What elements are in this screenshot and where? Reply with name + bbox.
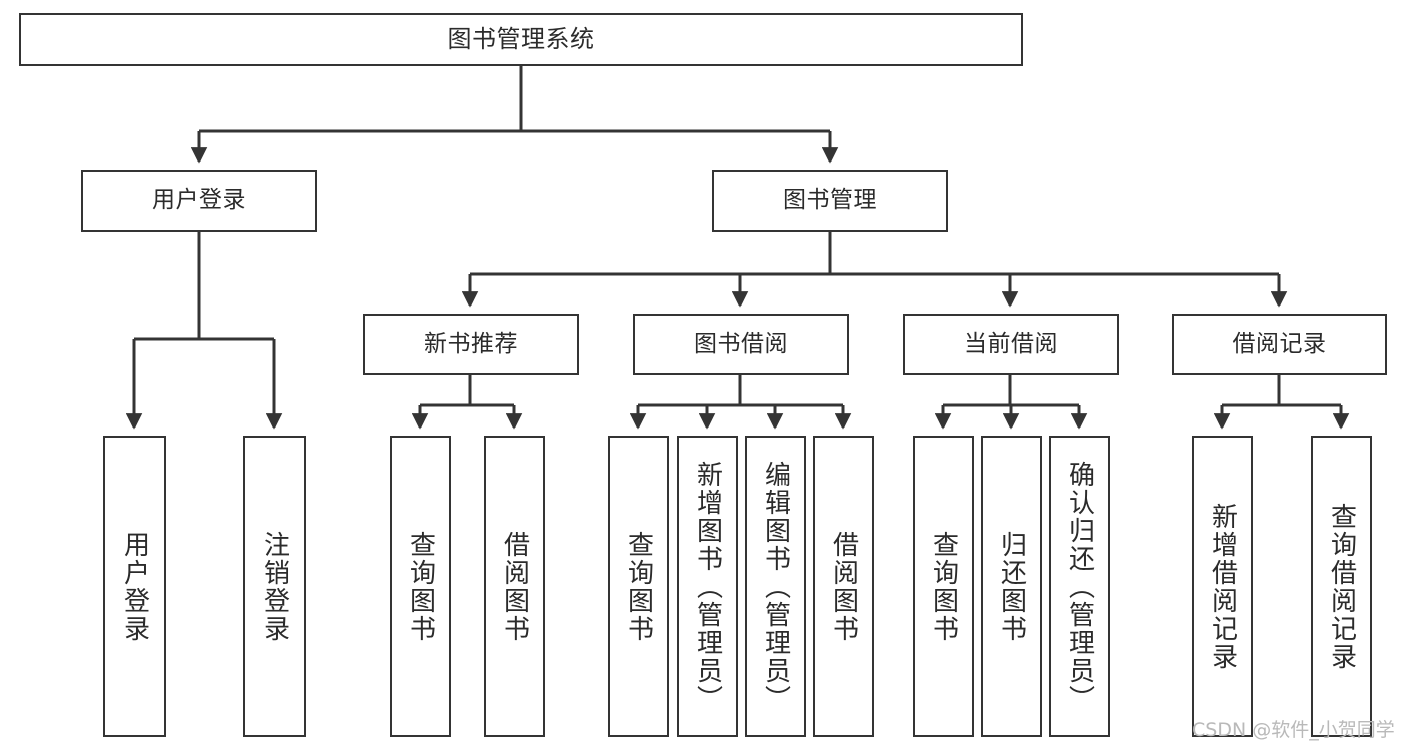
node-leaf-user-login-label: 用户登录 [119, 530, 150, 643]
node-leaf-query-book-1-label: 查询图书 [405, 530, 436, 643]
node-leaf-edit-book-label: 编辑图书（管理员） [760, 460, 791, 713]
node-book-manage[interactable]: 图书管理 [712, 170, 948, 232]
node-leaf-query-book-3[interactable]: 查询图书 [913, 436, 974, 737]
node-root-label: 图书管理系统 [447, 25, 595, 54]
node-borrow-record[interactable]: 借阅记录 [1172, 314, 1387, 375]
node-user-login[interactable]: 用户登录 [81, 170, 317, 232]
node-current-borrow[interactable]: 当前借阅 [903, 314, 1119, 375]
node-book-manage-label: 图书管理 [783, 187, 877, 214]
node-leaf-add-book[interactable]: 新增图书（管理员） [677, 436, 738, 737]
node-leaf-add-book-label: 新增图书（管理员） [692, 460, 723, 713]
node-leaf-borrow-book-2[interactable]: 借阅图书 [813, 436, 874, 737]
node-leaf-confirm-return[interactable]: 确认归还（管理员） [1049, 436, 1110, 737]
node-root[interactable]: 图书管理系统 [19, 13, 1023, 66]
csdn-watermark: CSDN @软件_小贺同学 [1192, 719, 1395, 741]
node-leaf-add-record[interactable]: 新增借阅记录 [1192, 436, 1253, 737]
node-borrow-record-label: 借阅记录 [1232, 330, 1327, 357]
node-leaf-add-record-label: 新增借阅记录 [1207, 502, 1238, 671]
node-leaf-query-book-1[interactable]: 查询图书 [390, 436, 451, 737]
node-book-borrow-label: 图书借阅 [694, 330, 788, 357]
node-leaf-user-logout-label: 注销登录 [259, 530, 290, 643]
node-leaf-query-record-label: 查询借阅记录 [1326, 502, 1357, 671]
node-user-login-label: 用户登录 [152, 187, 246, 214]
node-leaf-confirm-return-label: 确认归还（管理员） [1064, 460, 1095, 713]
node-leaf-borrow-book-2-label: 借阅图书 [828, 530, 859, 643]
node-leaf-return-book[interactable]: 归还图书 [981, 436, 1042, 737]
node-book-borrow[interactable]: 图书借阅 [633, 314, 849, 375]
node-leaf-user-login[interactable]: 用户登录 [103, 436, 166, 737]
node-leaf-query-book-2-label: 查询图书 [623, 530, 654, 643]
node-leaf-query-book-3-label: 查询图书 [928, 530, 959, 643]
node-leaf-edit-book[interactable]: 编辑图书（管理员） [745, 436, 806, 737]
node-leaf-user-logout[interactable]: 注销登录 [243, 436, 306, 737]
node-leaf-query-record[interactable]: 查询借阅记录 [1311, 436, 1372, 737]
node-leaf-borrow-book-1[interactable]: 借阅图书 [484, 436, 545, 737]
node-leaf-query-book-2[interactable]: 查询图书 [608, 436, 669, 737]
node-new-book-rec[interactable]: 新书推荐 [363, 314, 579, 375]
node-new-book-rec-label: 新书推荐 [424, 330, 518, 357]
node-leaf-borrow-book-1-label: 借阅图书 [499, 530, 530, 643]
node-leaf-return-book-label: 归还图书 [996, 530, 1027, 643]
node-current-borrow-label: 当前借阅 [964, 330, 1058, 357]
